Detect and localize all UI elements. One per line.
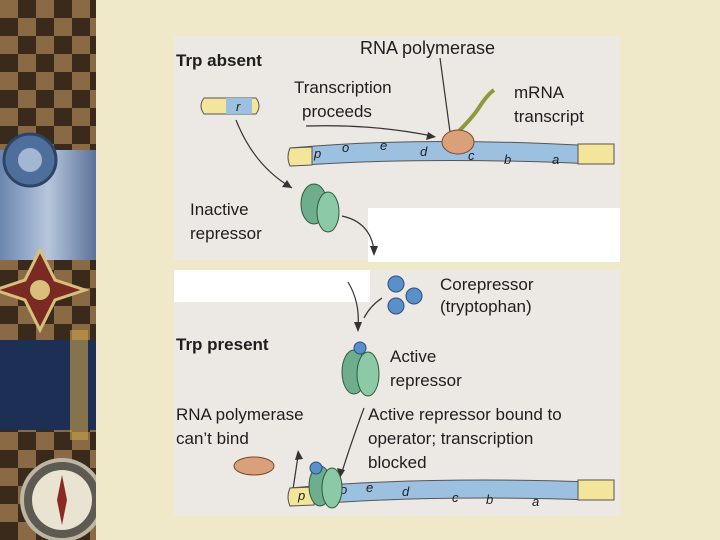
label-active-1: Active: [390, 347, 436, 366]
transcription-arrow: [305, 125, 433, 137]
svg-text:b: b: [504, 152, 511, 167]
svg-text:d: d: [420, 144, 428, 159]
svg-text:p: p: [313, 146, 321, 161]
svg-text:c: c: [452, 490, 459, 505]
svg-text:o: o: [342, 140, 349, 155]
panel-cutout: [368, 208, 620, 262]
rna-polymerase-blocked: [233, 456, 275, 476]
dna-strand-top: p o e d c b a: [287, 138, 615, 167]
label-transcription-2: proceeds: [302, 102, 372, 121]
svg-text:p: p: [297, 488, 305, 503]
svg-text:a: a: [552, 152, 559, 167]
label-bound-1: Active repressor bound to: [368, 405, 562, 424]
label-mrna-2: transcript: [514, 107, 584, 126]
label-corepressor-1: Corepressor: [440, 275, 534, 294]
label-mrna-1: mRNA: [514, 83, 565, 102]
dna-strand-bottom: p o e d c b a: [287, 479, 615, 509]
svg-text:e: e: [366, 480, 373, 495]
inactive-repressor: [300, 183, 340, 233]
arrow-to-operator: [341, 407, 365, 473]
svg-text:e: e: [380, 138, 387, 153]
tryptophan-molecules: [387, 275, 423, 315]
label-rna-polymerase: RNA polymerase: [360, 38, 495, 58]
label-bound-2: operator; transcription: [368, 429, 533, 448]
label-inactive-1: Inactive: [190, 200, 249, 219]
heading-trp-present: Trp present: [176, 335, 269, 354]
label-active-2: repressor: [390, 371, 462, 390]
arrow-r-to-repressor: [235, 119, 293, 189]
mrna-transcript: [456, 88, 496, 134]
arrow-down-top: [341, 215, 375, 251]
svg-text:r: r: [236, 99, 241, 114]
repressor-bound-operator: [308, 461, 343, 509]
panel-cutout: [174, 270, 370, 302]
label-cant-bind-2: can’t bind: [176, 429, 249, 448]
svg-text:d: d: [402, 484, 410, 499]
regulatory-gene-r: r: [200, 97, 260, 115]
medal-photo-icon: [0, 0, 96, 540]
svg-text:o: o: [340, 482, 347, 497]
label-bound-3: blocked: [368, 453, 427, 472]
active-repressor: [341, 341, 380, 397]
label-cant-bind-1: RNA polymerase: [176, 405, 304, 424]
decorative-photo-strip: [0, 0, 96, 540]
heading-trp-absent: Trp absent: [176, 51, 262, 70]
svg-text:b: b: [486, 492, 493, 507]
label-corepressor-2: (tryptophan): [440, 297, 532, 316]
rna-polymerase-top: [441, 129, 475, 155]
trp-operon-figure: Trp absent RNA polymerase Transcription …: [174, 36, 620, 516]
label-transcription-1: Transcription: [294, 78, 392, 97]
svg-text:c: c: [468, 148, 475, 163]
label-inactive-2: repressor: [190, 224, 262, 243]
svg-text:a: a: [532, 494, 539, 509]
